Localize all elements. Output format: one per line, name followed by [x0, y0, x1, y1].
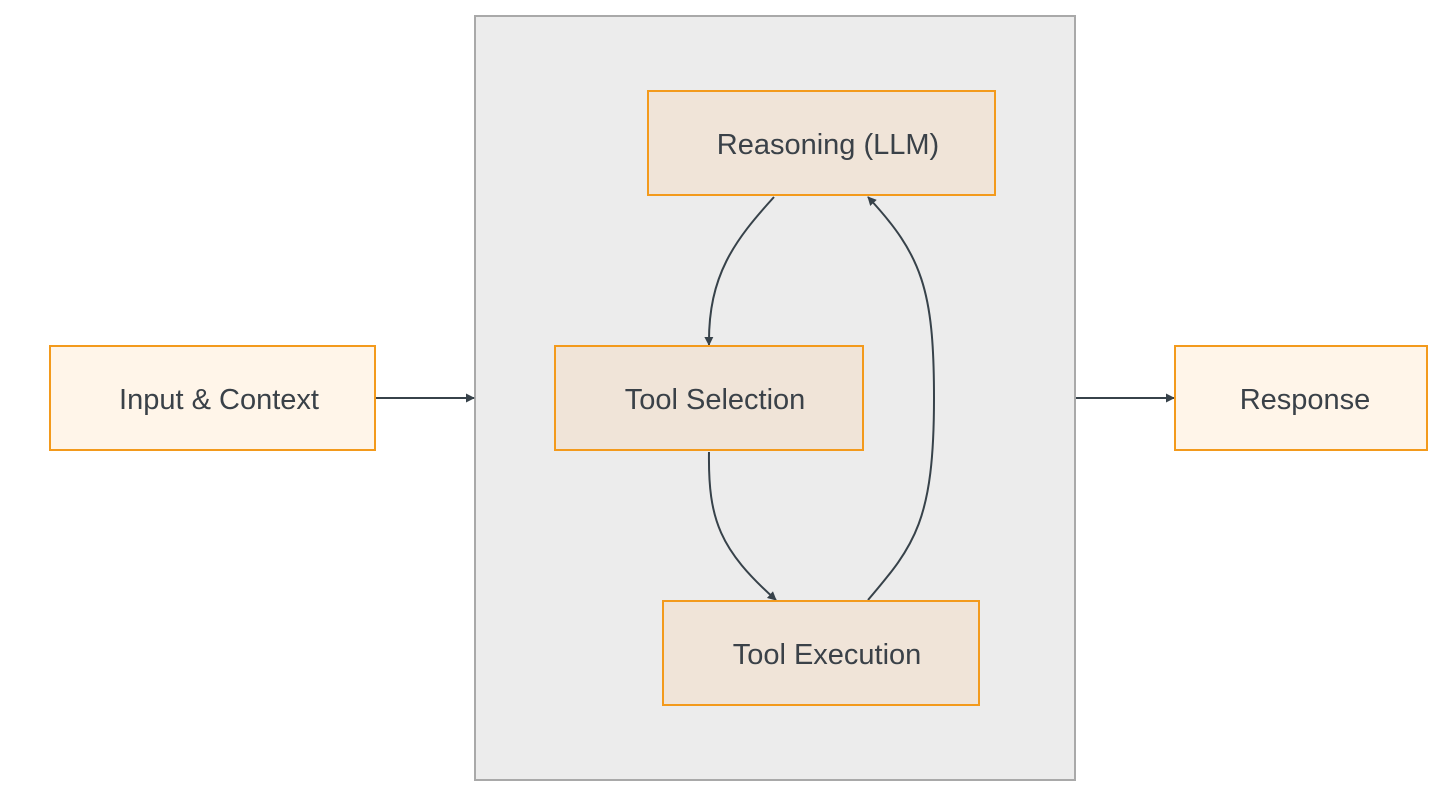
node-input-context-label: Input & Context — [119, 384, 319, 416]
node-response-box — [1174, 345, 1428, 451]
node-tool-execution-label: Tool Execution — [733, 639, 922, 671]
node-tool-selection-label: Tool Selection — [625, 384, 806, 416]
node-tool-selection: Tool Selection — [554, 345, 864, 451]
node-response: Response — [1174, 345, 1428, 451]
node-tool-selection-box — [554, 345, 864, 451]
node-tool-execution-box — [662, 600, 980, 706]
node-reasoning-label: Reasoning (LLM) — [717, 129, 939, 161]
node-input-context: Input & Context — [49, 345, 376, 451]
node-reasoning: Reasoning (LLM) — [647, 90, 996, 196]
node-response-label: Response — [1240, 384, 1371, 416]
node-tool-execution: Tool Execution — [662, 600, 980, 706]
node-input-context-box — [49, 345, 376, 451]
node-reasoning-box — [647, 90, 996, 196]
edge-tool-selection-to-tool-execution — [707, 451, 777, 601]
edge-reasoning-to-tool-selection — [704, 196, 775, 346]
edge-tool-execution-to-reasoning — [867, 196, 936, 601]
